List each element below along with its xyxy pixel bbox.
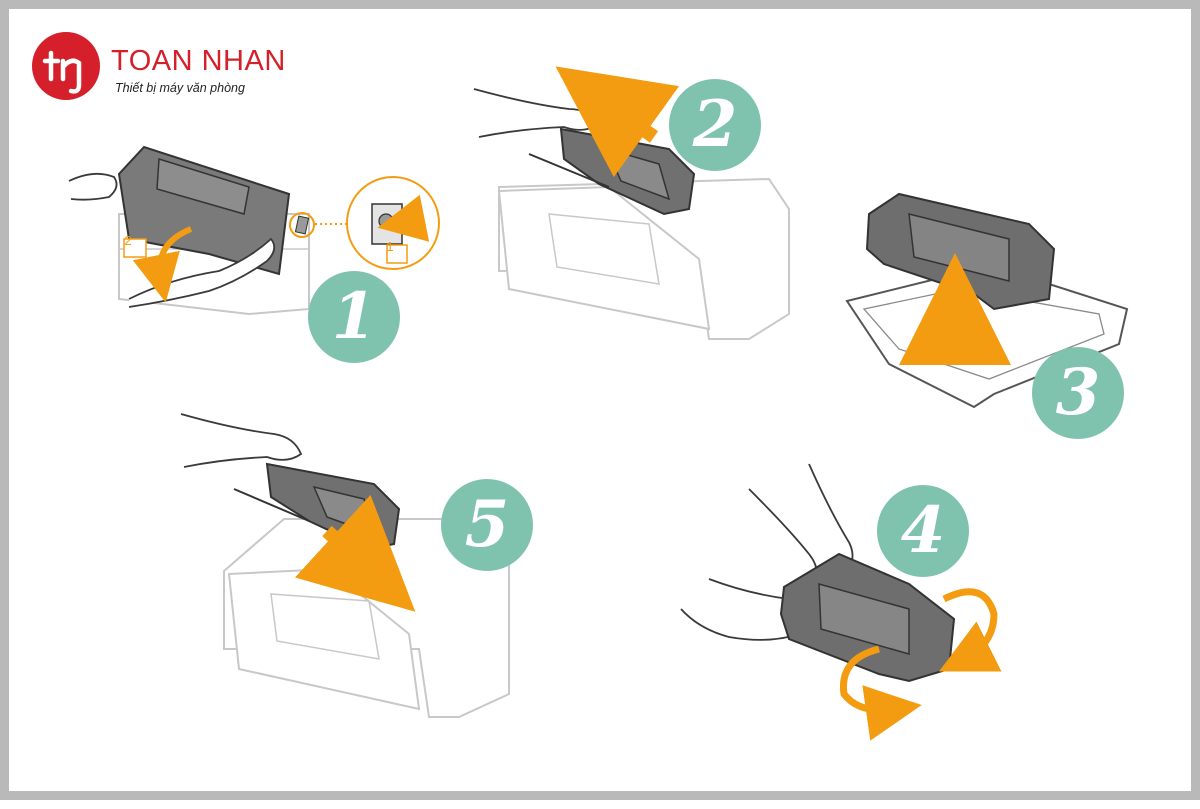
step-badge-3: 3 [1032,347,1124,439]
step-badge-2: 2 [669,79,761,171]
brand-name: TOAN NHAN [111,45,286,77]
step-badge-4: 4 [877,485,969,577]
brand-monogram-icon [32,32,100,100]
step3-illustration [845,192,1129,409]
step1-illustration [68,145,440,316]
step5-illustration [180,413,510,718]
brand-tagline: Thiết bị máy văn phòng [115,81,245,95]
step2-illustration [473,66,790,340]
step1-callout-button: 1 [386,239,394,254]
step-badge-5: 5 [441,479,533,571]
step1-callout-cover: 2 [124,233,132,248]
step4-illustration [680,463,1002,741]
step-badge-1: 1 [308,271,400,363]
brand-logo: TOAN NHAN Thiết bị máy văn phòng [31,31,285,103]
toner-replacement-illustration [68,66,1129,741]
